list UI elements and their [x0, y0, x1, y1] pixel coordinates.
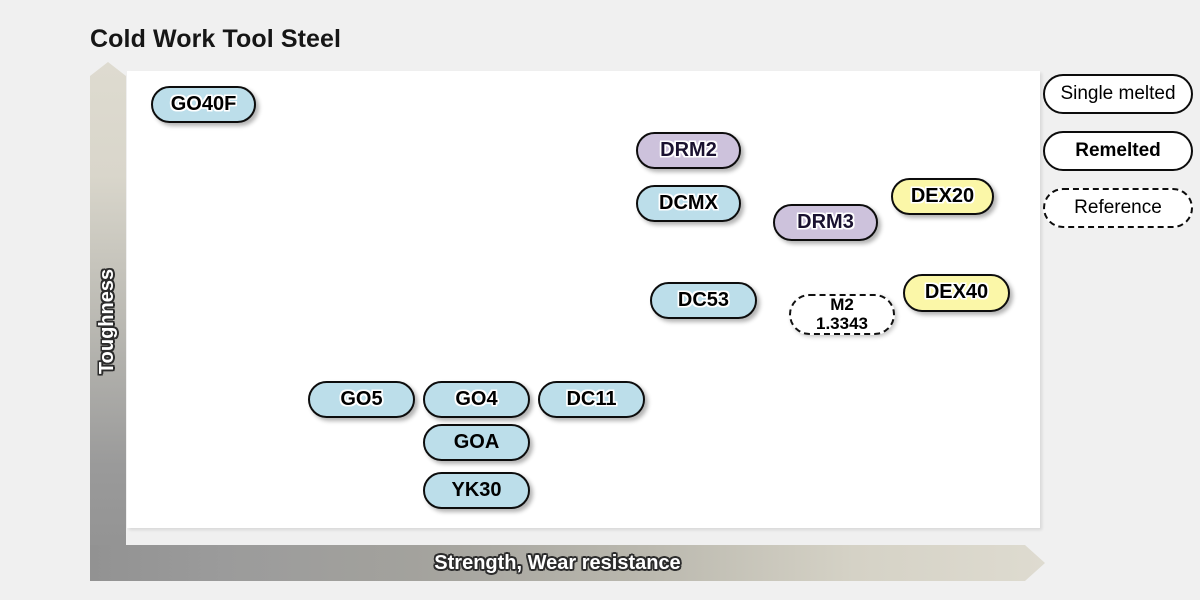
node-m2-1-3343[interactable]: M2 1.3343: [789, 294, 895, 335]
node-goa[interactable]: GOA: [423, 424, 530, 461]
node-m2-line1: M2: [830, 295, 854, 315]
node-drm3[interactable]: DRM3: [773, 204, 878, 241]
node-m2-line2: 1.3343: [816, 313, 868, 333]
node-go5[interactable]: GO5: [308, 381, 415, 418]
legend-item-reference[interactable]: Reference: [1043, 188, 1193, 228]
page-title: Cold Work Tool Steel: [90, 25, 342, 53]
node-go4[interactable]: GO4: [423, 381, 530, 418]
y-axis-arrow: [90, 62, 126, 580]
node-yk30[interactable]: YK30: [423, 472, 530, 509]
node-drm2[interactable]: DRM2: [636, 132, 741, 169]
legend-item-remelted[interactable]: Remelted: [1043, 131, 1193, 171]
node-dex20[interactable]: DEX20: [891, 178, 994, 215]
legend-item-single-melted[interactable]: Single melted: [1043, 74, 1193, 114]
x-axis-arrow: [90, 545, 1045, 581]
node-dex40[interactable]: DEX40: [903, 274, 1010, 312]
legend: Single melted Remelted Reference: [1043, 74, 1193, 245]
node-dc11[interactable]: DC11: [538, 381, 645, 418]
plot-area: [127, 71, 1040, 528]
node-dc53[interactable]: DC53: [650, 282, 757, 319]
node-dcmx[interactable]: DCMX: [636, 185, 741, 222]
node-go40f[interactable]: GO40F: [151, 86, 256, 123]
